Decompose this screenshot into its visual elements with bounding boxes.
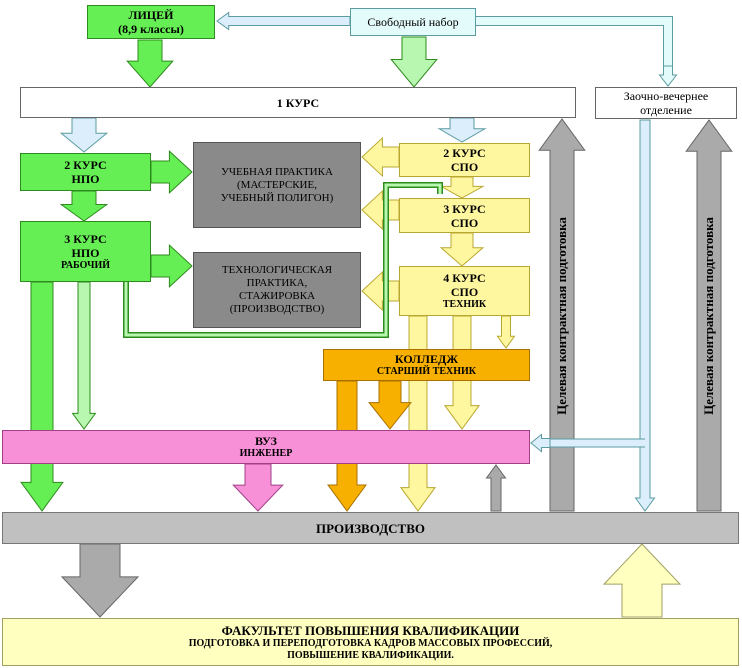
arrow-production-to-faculty: [60, 543, 140, 618]
npo3-line2: НПО: [71, 245, 100, 260]
lyceum-subtitle: (8,9 классы): [118, 22, 184, 36]
arrow-lyceum-to-course1: [126, 39, 174, 88]
tech-practice-box: ТЕХНОЛОГИЧЕСКАЯ ПРАКТИКА, СТАЖИРОВКА (ПР…: [193, 252, 361, 328]
correspondence-line1: Заочно-вечернее: [623, 89, 709, 103]
tech-practice-line3: СТАЖИРОВКА: [238, 290, 316, 302]
arrow-college-to-university: [368, 380, 412, 430]
study-practice-box: УЧЕБНАЯ ПРАКТИКА (МАСТЕРСКИЕ, УЧЕБНЫЙ ПО…: [193, 142, 361, 228]
lyceum-box: ЛИЦЕЙ (8,9 классы): [87, 5, 215, 39]
npo2-box: 2 КУРС НПО: [20, 153, 151, 191]
arrow-free-to-correspondence-head: [658, 65, 678, 87]
spo2-box: 2 КУРС СПО: [399, 143, 530, 177]
arrow-spo3-to-study: [361, 189, 400, 231]
study-practice-line3: УЧЕБНЫЙ ПОЛИГОН): [220, 191, 334, 204]
arrow-free-to-course1: [390, 36, 438, 88]
faculty-title: ФАКУЛЬТЕТ ПОВЫШЕНИЯ КВАЛИФИКАЦИИ: [221, 622, 520, 638]
arrow-npo3-to-production: [20, 281, 64, 512]
arrow-spo3-to-spo4: [439, 232, 485, 267]
study-practice-line2: (МАСТЕРСКИЕ,: [237, 178, 317, 191]
university-box: ВУЗ ИНЖЕНЕР: [2, 430, 530, 464]
study-practice-line1: УЧЕБНАЯ ПРАКТИКА: [221, 165, 333, 178]
correspondence-line2: отделение: [640, 103, 692, 117]
spo4-line3: ТЕХНИК: [442, 299, 487, 310]
arrow-faculty-to-production: [602, 543, 682, 618]
lyceum-title: ЛИЦЕЙ: [128, 8, 174, 22]
spo2-line2: СПО: [450, 160, 479, 174]
arrow-spo2-to-study: [361, 136, 400, 178]
arrow-spo2-to-spo3: [439, 176, 485, 199]
college-box: КОЛЛЕДЖ СТАРШИЙ ТЕХНИК: [323, 349, 530, 381]
arrow-spo4-to-production: [399, 315, 437, 512]
spo4-line1: 4 КУРС: [443, 271, 486, 285]
arrow-correspondence-to-production: [634, 119, 656, 512]
arrow-course1-to-npo2: [59, 117, 109, 153]
npo3-line3: РАБОЧИЙ: [60, 259, 111, 271]
arrow-course1-to-spo2: [437, 117, 487, 143]
spo3-line1: 3 КУРС: [443, 201, 486, 216]
production-label: ПРОИЗВОДСТВО: [316, 520, 425, 536]
college-line1: КОЛЛЕДЖ: [394, 352, 459, 366]
university-line1: ВУЗ: [254, 434, 277, 448]
spo3-line2: СПО: [450, 215, 479, 230]
npo3-box: 3 КУРС НПО РАБОЧИЙ: [20, 221, 151, 282]
spo2-line1: 2 КУРС: [443, 146, 486, 160]
faculty-line3: ПОВЫШЕНИЕ КВАЛИФИКАЦИИ.: [287, 649, 454, 661]
arrow-npo3-to-tech: [150, 243, 193, 289]
arrow-free-to-correspondence-line: [476, 16, 673, 72]
college-line2: СТАРШИЙ ТЕХНИК: [376, 366, 477, 377]
arrow-targeted-right: [685, 119, 733, 512]
arrow-free-to-correspondence-fill: [476, 17, 672, 72]
arrow-free-to-lyceum: [216, 11, 351, 31]
faculty-line2: ПОДГОТОВКА И ПЕРЕПОДГОТОВКА КАДРОВ МАССО…: [188, 637, 553, 649]
faculty-box: ФАКУЛЬТЕТ ПОВЫШЕНИЯ КВАЛИФИКАЦИИ ПОДГОТО…: [2, 618, 739, 666]
spo3-box: 3 КУРС СПО: [399, 198, 530, 233]
npo3-line1: 3 КУРС: [64, 231, 107, 246]
arrow-production-to-university: [485, 464, 507, 512]
production-box: ПРОИЗВОДСТВО: [2, 512, 739, 544]
spo4-line2: СПО: [450, 285, 479, 299]
tech-practice-line2: ПРАКТИКА,: [246, 277, 308, 289]
free-admission-box: Свободный набор: [350, 8, 476, 36]
arrow-spo4-to-tech: [361, 270, 400, 312]
arrow-npo2-to-npo3: [59, 190, 109, 222]
arrow-npo3-to-university: [71, 281, 97, 430]
university-line2: ИНЖЕНЕР: [239, 448, 293, 459]
targeted-training-right-label: Целевая контрактная подготовка: [701, 217, 716, 415]
arrow-npo2-to-study: [150, 149, 193, 195]
tech-practice-line4: (ПРОИЗВОДСТВО): [229, 303, 325, 315]
course1-box: 1 КУРС: [20, 87, 576, 118]
course1-label: 1 КУРС: [276, 95, 320, 110]
spo4-box: 4 КУРС СПО ТЕХНИК: [399, 266, 530, 316]
arrow-university-to-production: [232, 463, 284, 512]
arrow-targeted-left: [538, 118, 586, 512]
correspondence-box: Заочно-вечернее отделение: [595, 87, 737, 119]
npo2-line2: НПО: [71, 172, 100, 186]
npo3-to-spo3-route-fill: [124, 183, 442, 337]
tech-practice-line1: ТЕХНОЛОГИЧЕСКАЯ: [221, 264, 333, 276]
arrow-spo4-to-college: [496, 315, 516, 349]
targeted-training-left-label: Целевая контрактная подготовка: [554, 217, 569, 415]
npo2-line1: 2 КУРС: [64, 158, 107, 172]
arrow-correspondence-to-university: [530, 433, 551, 453]
free-admission-label: Свободный набор: [367, 15, 459, 29]
